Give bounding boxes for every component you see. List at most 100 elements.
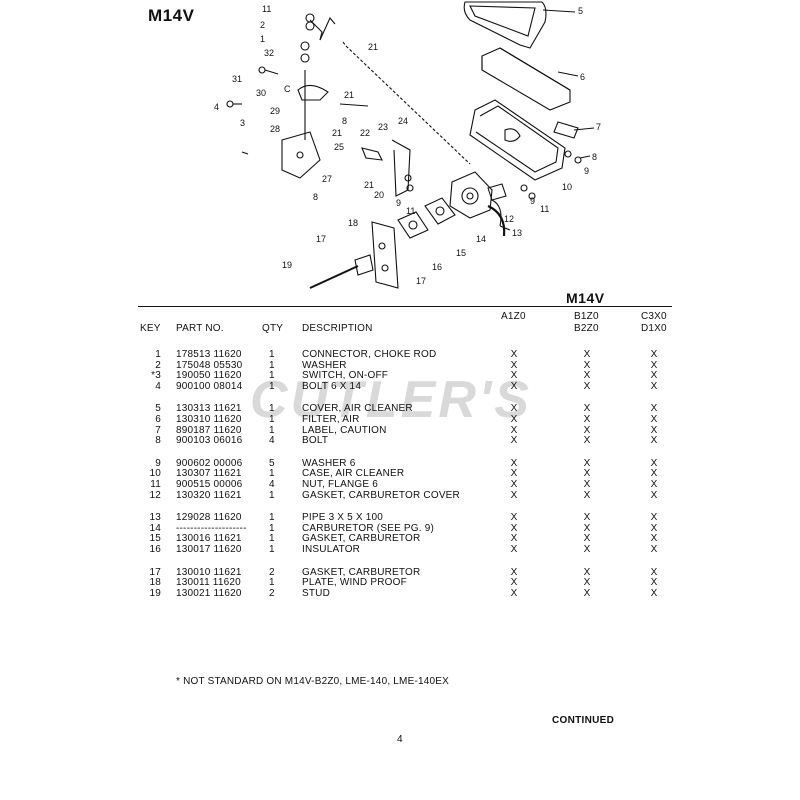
table-cell-v3: X — [650, 587, 658, 599]
table-cell-key: 9 — [155, 457, 161, 469]
table-cell-v1: X — [510, 468, 518, 480]
table-cell-v1: X — [510, 359, 518, 371]
table-cell-v1: X — [510, 479, 518, 490]
header-rule — [138, 306, 672, 307]
table-cell-v2: X — [583, 403, 591, 415]
table-cell-v3: X — [650, 414, 658, 425]
callout-30: 29 — [270, 106, 280, 116]
table-cell-key: 10 — [149, 468, 161, 480]
table-cell-qty: 4 — [269, 435, 275, 447]
table-cell-key: 12 — [149, 489, 161, 501]
callout-2: 2 — [260, 20, 265, 30]
table-cell-qty: 1 — [269, 403, 275, 415]
table-cell-qty: 1 — [269, 349, 275, 360]
table-cell-v3: X — [650, 512, 658, 524]
table-cell-part: -------------------- — [176, 522, 247, 534]
callout-1: 1 — [260, 34, 265, 44]
callout-17b: 17 — [316, 234, 326, 244]
table-cell-qty: 1 — [269, 380, 275, 392]
table-cell-v3: X — [650, 424, 658, 436]
callout-7: 7 — [596, 122, 601, 132]
table-cell-v1: X — [510, 533, 518, 545]
table-cell-v3: X — [650, 403, 658, 415]
table-cell-key: 13 — [149, 512, 161, 524]
table-cell-desc: COVER, AIR CLEANER — [302, 403, 413, 415]
table-cell-key: 18 — [149, 577, 161, 589]
col-header-d1x0: D1X0 — [641, 323, 667, 334]
callout-10: 10 — [562, 182, 572, 192]
table-cell-qty: 1 — [269, 533, 275, 545]
callout-8c: 8 — [592, 152, 597, 162]
table-cell-qty: 1 — [269, 577, 275, 589]
table-cell-v1: X — [510, 435, 518, 447]
table-cell-v2: X — [583, 359, 591, 371]
table-cell-part: 130307 11621 — [176, 468, 242, 480]
table-cell-part: 130320 11621 — [176, 489, 242, 501]
table-cell-part: 129028 11620 — [176, 512, 242, 524]
part-label-caution — [553, 121, 579, 139]
table-cell-v1: X — [510, 370, 518, 382]
table-cell-key: 4 — [155, 380, 161, 392]
table-cell-v3: X — [650, 566, 658, 578]
table-cell-v2: X — [583, 349, 591, 360]
table-cell-key: 14 — [149, 522, 161, 534]
page-number: 4 — [397, 734, 403, 745]
table-cell-key: 15 — [149, 533, 161, 545]
table-cell-v2: X — [583, 468, 591, 480]
table-cell-v1: X — [510, 349, 518, 360]
page-title: M14V — [148, 6, 195, 25]
table-cell-v1: X — [510, 587, 518, 599]
table-cell-key: 5 — [155, 403, 161, 415]
table-cell-desc: GASKET, CARBURETOR COVER — [302, 489, 460, 501]
callout-33: 32 — [264, 48, 274, 58]
callout-11b: 11 — [406, 206, 415, 216]
callout-27: 25 — [334, 142, 344, 152]
table-cell-qty: 5 — [269, 457, 275, 469]
col-header-c3x0: C3X0 — [641, 311, 667, 322]
table-cell-v2: X — [583, 457, 591, 469]
table-cell-key: 11 — [150, 479, 161, 490]
part-stud — [309, 265, 359, 289]
callout-19: 19 — [282, 260, 292, 270]
table-cell-key: 8 — [155, 435, 161, 447]
callout-11: 11 — [262, 4, 271, 14]
table-cell-v3: X — [650, 370, 658, 382]
table-cell-desc: WASHER 6 — [302, 457, 356, 469]
table-cell-v1: X — [510, 577, 518, 589]
col-header-qty: QTY — [262, 323, 284, 334]
table-model-heading: M14V — [566, 290, 605, 306]
callout-29: 28 — [270, 124, 280, 134]
table-cell-v3: X — [650, 468, 658, 480]
callout-8a: 8 — [342, 116, 347, 126]
table-cell-key: 1 — [155, 349, 161, 360]
col-header-key: KEY — [140, 323, 161, 334]
callout-15: 15 — [456, 248, 466, 258]
table-cell-desc: STUD — [302, 587, 331, 599]
table-cell-v1: X — [510, 544, 518, 555]
table-cell-part: 190050 11620 — [176, 370, 242, 382]
callout-8b: 8 — [313, 192, 318, 202]
part-cover-air-cleaner — [463, 1, 547, 49]
table-cell-desc: GASKET, CARBURETOR — [302, 566, 421, 578]
table-cell-key: 7 — [155, 424, 161, 436]
table-cell-part: 900100 08014 — [176, 380, 243, 392]
callout-6: 6 — [580, 72, 585, 82]
table-cell-v1: X — [510, 489, 518, 501]
part-case-air-cleaner — [469, 99, 566, 181]
callout-18: 18 — [348, 218, 358, 228]
table-cell-v2: X — [583, 370, 591, 382]
part-plate-wind-proof — [371, 221, 399, 289]
table-cell-v3: X — [650, 457, 658, 469]
table-cell-part: 178513 11620 — [176, 349, 242, 360]
table-cell-key: 16 — [149, 544, 161, 555]
table-cell-v1: X — [510, 380, 518, 392]
callout-16: 16 — [432, 262, 442, 272]
callout-21: 21 — [364, 180, 374, 190]
table-cell-v2: X — [583, 479, 591, 490]
table-cell-part: 130011 11620 — [176, 577, 241, 589]
callout-25b: 21 — [344, 90, 354, 100]
callout-13: 13 — [512, 228, 522, 238]
table-cell-desc: INSULATOR — [302, 544, 361, 555]
table-cell-part: 130016 11621 — [176, 533, 242, 545]
callout-20: 20 — [374, 190, 384, 200]
